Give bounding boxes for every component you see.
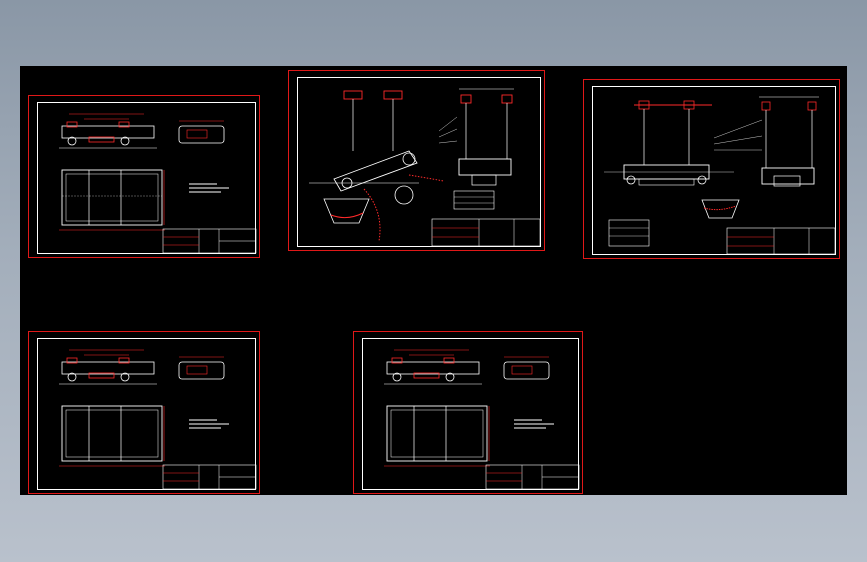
sheet-4-border: [37, 338, 256, 490]
sheet-5-drawing: [384, 349, 580, 490]
sheet-2-drawing: [309, 88, 541, 247]
drawing-sheet-2[interactable]: [288, 70, 545, 251]
drawing-sheet-4[interactable]: [28, 331, 260, 494]
drawing-sheet-5[interactable]: [353, 331, 583, 494]
sheet-1-border: [37, 102, 256, 254]
drawing-sheet-1[interactable]: [28, 95, 260, 258]
drawing-sheet-3[interactable]: [583, 79, 840, 259]
sheet-5-border: [362, 338, 579, 490]
sheet-1-drawing: [59, 113, 257, 254]
sheet-2-border: [297, 77, 541, 247]
sheet-3-border: [592, 86, 836, 255]
sheet-4-drawing: [59, 349, 257, 490]
cad-viewport[interactable]: [20, 66, 847, 495]
sheet-3-drawing: [604, 96, 836, 255]
